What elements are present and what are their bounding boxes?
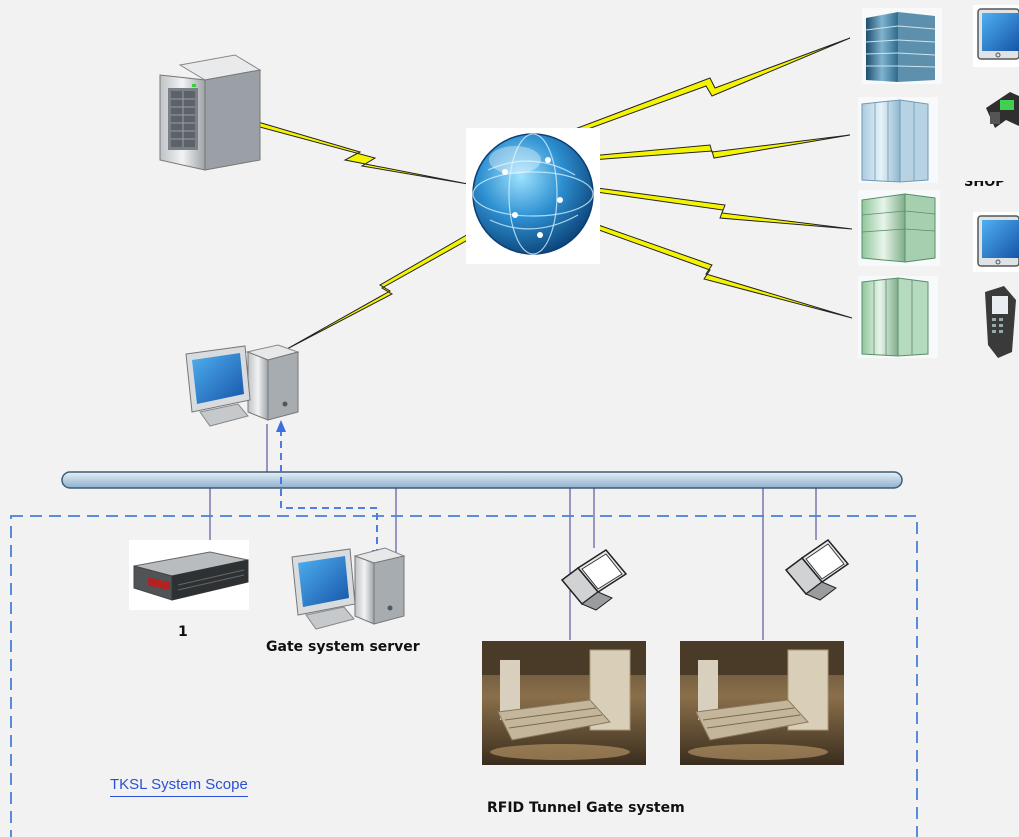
tablet-icon-1 xyxy=(973,5,1019,67)
link-globe-to-building-1 xyxy=(574,37,851,134)
office-building-icon-3 xyxy=(858,190,940,266)
rack-server-label: 1 xyxy=(178,624,188,640)
link-globe-to-building-4 xyxy=(584,220,853,319)
office-building-icon-1 xyxy=(862,8,942,84)
handheld-scanner-icon-2 xyxy=(985,286,1016,358)
rfid-gate-photo-1 xyxy=(482,641,646,765)
desktop-computer-icon xyxy=(185,344,300,427)
globe-network-icon xyxy=(466,128,600,264)
laptop-icon-1 xyxy=(560,549,628,611)
scope-label: TKSL System Scope xyxy=(110,776,248,797)
link-globe-to-building-3 xyxy=(595,187,853,230)
bus-connectors xyxy=(209,424,817,640)
arrow-head-up xyxy=(276,420,286,432)
gate-server-computer-icon xyxy=(291,547,406,630)
link-globe-to-desktop xyxy=(284,232,474,351)
handheld-scanner-icon-1 xyxy=(986,92,1019,128)
tower-server-icon xyxy=(159,54,262,171)
shop-label: SHOP xyxy=(964,181,1005,190)
data-flow-arrow xyxy=(280,432,378,556)
link-tower-to-globe xyxy=(255,121,469,185)
office-building-icon-2 xyxy=(858,97,938,183)
system-scope-boundary xyxy=(10,515,918,837)
gate-server-label: Gate system server xyxy=(266,639,420,655)
tablet-icon-2 xyxy=(973,212,1019,272)
link-globe-to-building-2 xyxy=(589,134,851,161)
rfid-system-label: RFID Tunnel Gate system xyxy=(487,800,685,816)
laptop-icon-2 xyxy=(784,538,850,601)
rfid-gate-photo-2 xyxy=(680,641,844,765)
wireless-links xyxy=(255,37,853,351)
network-bus xyxy=(61,471,903,489)
rack-server-icon xyxy=(129,540,249,610)
office-building-icon-4 xyxy=(858,276,938,358)
